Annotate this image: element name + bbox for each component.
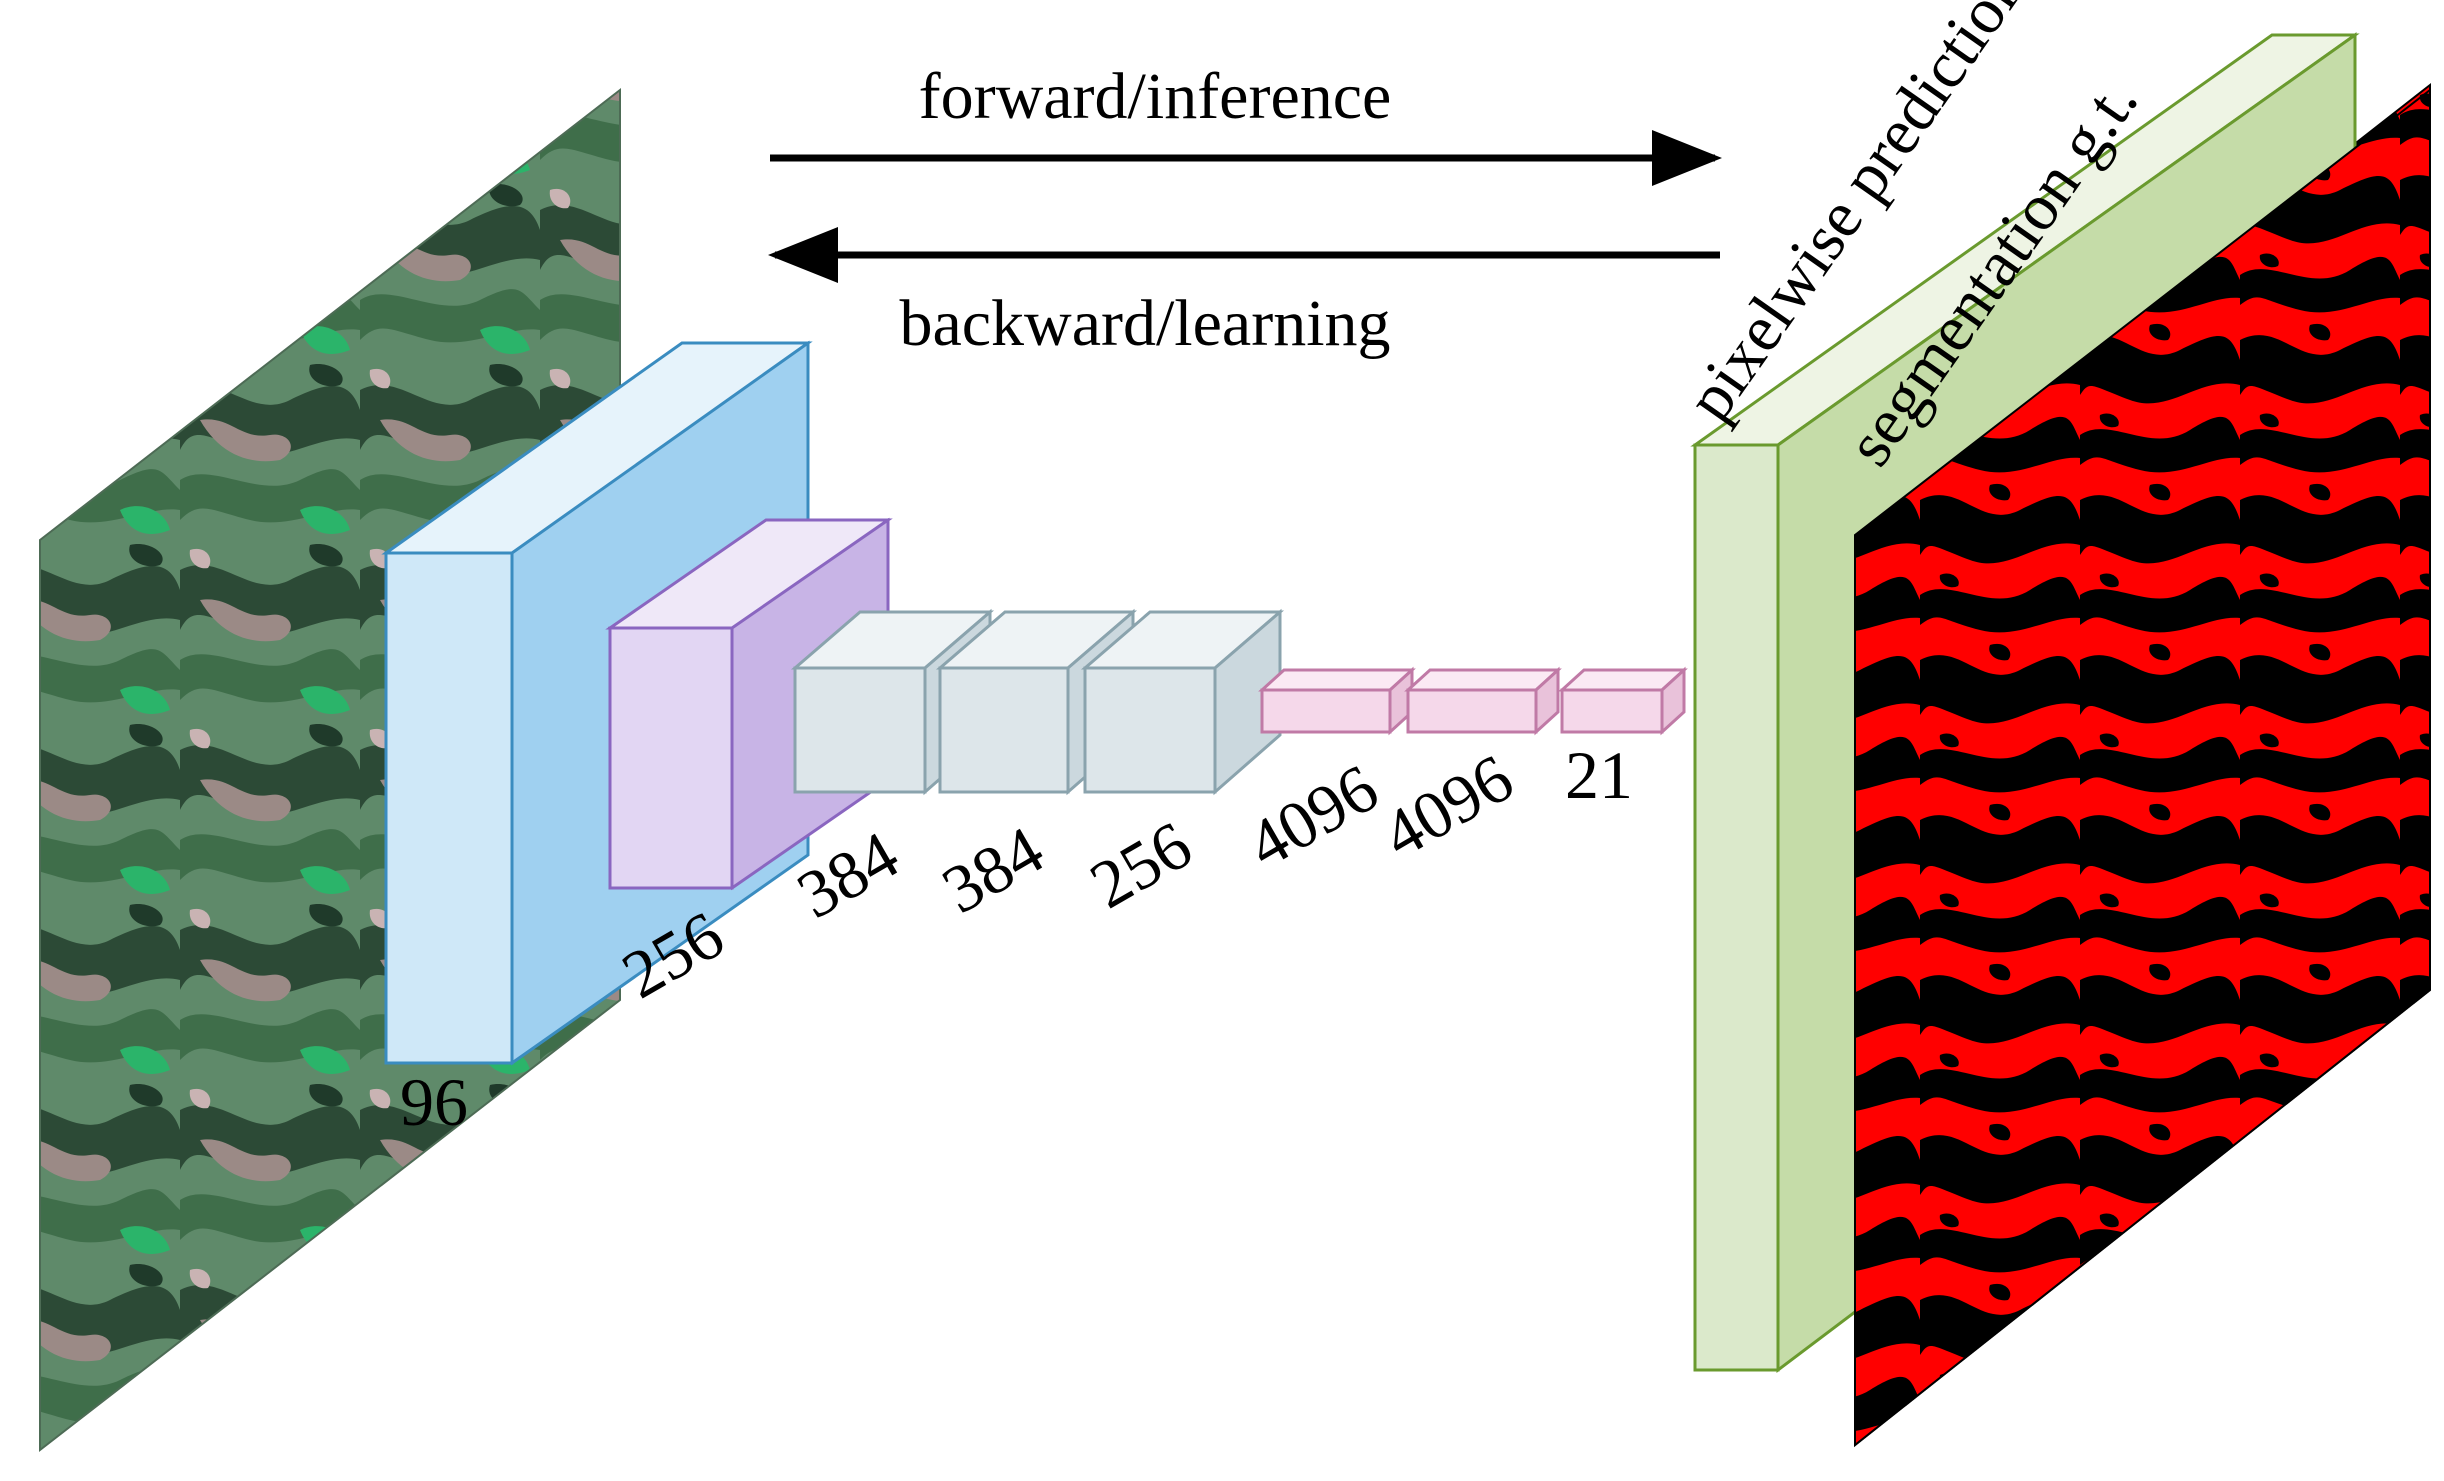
fc8-block bbox=[1558, 666, 1688, 736]
forward-label: forward/inference bbox=[919, 60, 1392, 133]
layer-label-4096-b: 4096 bbox=[1370, 739, 1526, 873]
layer-label-96: 96 bbox=[400, 1064, 468, 1140]
segmentation-gt-visible bbox=[1854, 87, 2431, 1448]
conv5-block bbox=[1080, 608, 1285, 796]
fc6-block bbox=[1258, 666, 1416, 736]
conv2-block bbox=[605, 517, 893, 891]
backward-label: backward/learning bbox=[899, 287, 1390, 360]
fc7-block bbox=[1404, 666, 1562, 736]
input-image bbox=[39, 87, 621, 1453]
layer-label-4096-a: 4096 bbox=[1235, 749, 1391, 883]
layer-label-256-b: 256 bbox=[1078, 806, 1204, 923]
layer-label-21: 21 bbox=[1565, 737, 1633, 813]
layer-label-384-b: 384 bbox=[930, 811, 1056, 928]
